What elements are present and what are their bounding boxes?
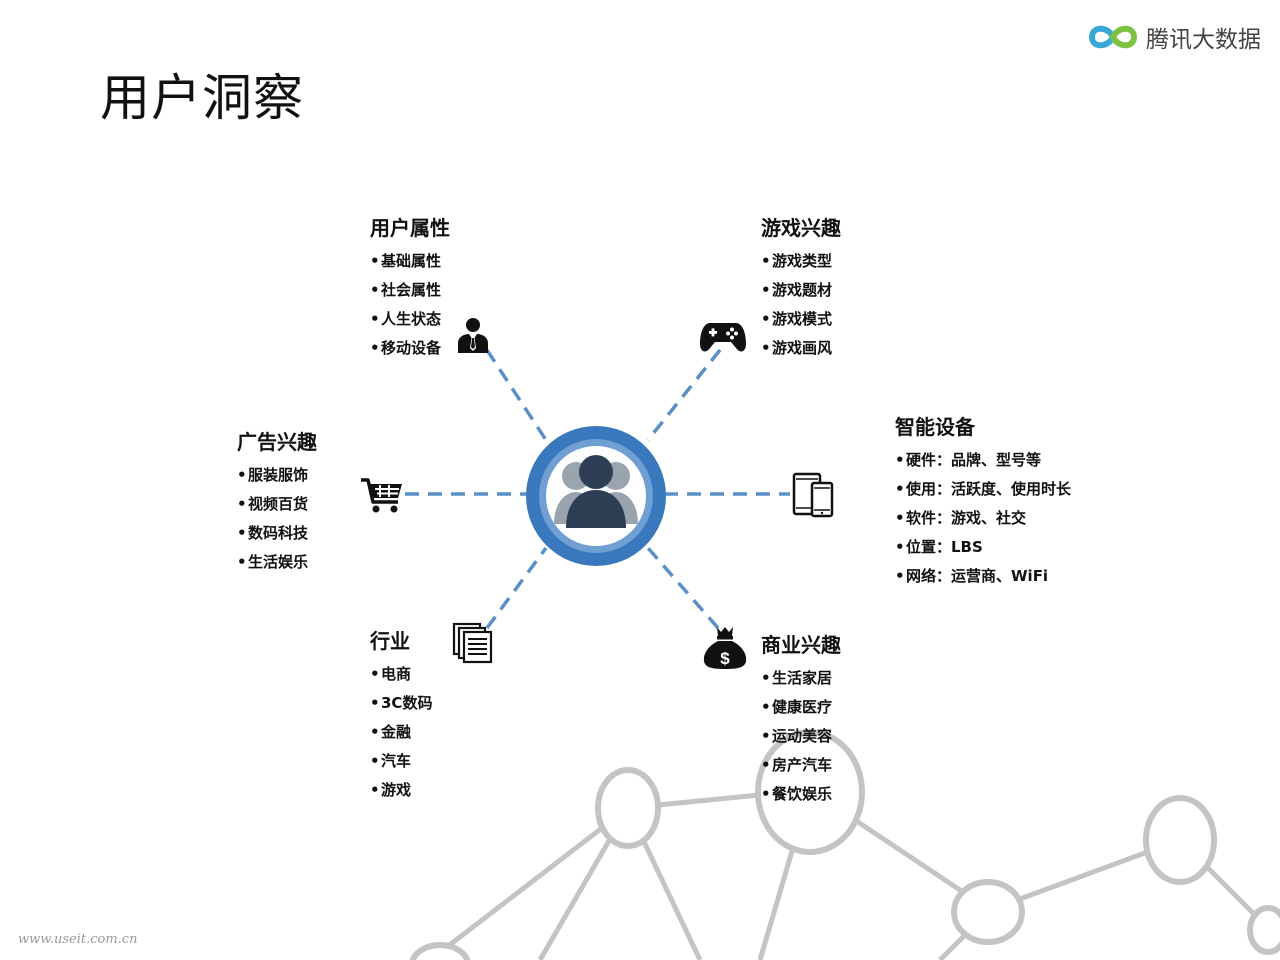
group-industry: 行业 电商 3C数码 金融 汽车 游戏 xyxy=(370,625,432,805)
list-item: 游戏模式 xyxy=(761,305,841,334)
group-item-list: 服装服饰 视频百货 数码科技 生活娱乐 xyxy=(237,461,317,577)
group-item-list: 生活家居 健康医疗 运动美容 房产汽车 餐饮娱乐 xyxy=(761,664,841,809)
list-item: 金融 xyxy=(370,718,432,747)
group-title: 商业兴趣 xyxy=(761,633,841,657)
list-item: 游戏画风 xyxy=(761,334,841,363)
group-game-interest: 游戏兴趣 游戏类型 游戏题材 游戏模式 游戏画风 xyxy=(761,212,841,363)
list-item: 位置：LBS xyxy=(895,533,1071,562)
list-item: 使用：活跃度、使用时长 xyxy=(895,475,1071,504)
list-item: 游戏 xyxy=(370,776,432,805)
group-smart-device: 智能设备 硬件：品牌、型号等 使用：活跃度、使用时长 软件：游戏、社交 位置：L… xyxy=(895,411,1071,591)
list-item: 电商 xyxy=(370,660,432,689)
list-item: 基础属性 xyxy=(370,247,450,276)
gamepad-icon xyxy=(700,323,746,352)
group-item-list: 基础属性 社会属性 人生状态 移动设备 xyxy=(370,247,450,363)
group-business-interest: 商业兴趣 生活家居 健康医疗 运动美容 房产汽车 餐饮娱乐 xyxy=(761,629,841,809)
users-icon xyxy=(554,455,638,528)
infinity-logo-icon xyxy=(1088,25,1138,49)
businessman-icon xyxy=(458,318,488,353)
group-item-list: 游戏类型 游戏题材 游戏模式 游戏画风 xyxy=(761,247,841,363)
page-title: 用户洞察 xyxy=(100,69,304,127)
list-item: 生活娱乐 xyxy=(237,548,317,577)
list-item: 数码科技 xyxy=(237,519,317,548)
devices-icon xyxy=(792,472,834,518)
list-item: 餐饮娱乐 xyxy=(761,780,841,809)
list-item: 汽车 xyxy=(370,747,432,776)
list-item: 游戏类型 xyxy=(761,247,841,276)
group-title: 广告兴趣 xyxy=(237,430,317,454)
group-title: 用户属性 xyxy=(370,216,450,240)
list-item: 网络：运营商、WiFi xyxy=(895,562,1071,591)
list-item: 生活家居 xyxy=(761,664,841,693)
brand-logo: 腾讯大数据 xyxy=(1088,20,1261,54)
list-item: 视频百货 xyxy=(237,490,317,519)
list-item: 服装服饰 xyxy=(237,461,317,490)
group-item-list: 硬件：品牌、型号等 使用：活跃度、使用时长 软件：游戏、社交 位置：LBS 网络… xyxy=(895,446,1071,591)
money-bag-icon: $ xyxy=(703,627,747,669)
list-item: 社会属性 xyxy=(370,276,450,305)
group-title: 智能设备 xyxy=(895,415,975,439)
list-item: 健康医疗 xyxy=(761,693,841,722)
center-users-hub xyxy=(526,426,666,566)
group-ad-interest: 广告兴趣 服装服饰 视频百货 数码科技 生活娱乐 xyxy=(237,426,317,577)
group-title: 行业 xyxy=(370,629,410,653)
group-item-list: 电商 3C数码 金融 汽车 游戏 xyxy=(370,660,432,805)
list-item: 人生状态 xyxy=(370,305,450,334)
shopping-cart-icon xyxy=(361,478,402,513)
list-item: 3C数码 xyxy=(370,689,432,718)
watermark-text: www.useit.com.cn xyxy=(18,932,138,947)
list-item: 房产汽车 xyxy=(761,751,841,780)
list-item: 软件：游戏、社交 xyxy=(895,504,1071,533)
list-item: 游戏题材 xyxy=(761,276,841,305)
group-title: 游戏兴趣 xyxy=(761,216,841,240)
list-item: 移动设备 xyxy=(370,334,450,363)
list-item: 硬件：品牌、型号等 xyxy=(895,446,1071,475)
documents-icon xyxy=(452,622,493,664)
list-item: 运动美容 xyxy=(761,722,841,751)
svg-text:$: $ xyxy=(720,649,730,668)
brand-name: 腾讯大数据 xyxy=(1146,27,1261,53)
group-user-attributes: 用户属性 基础属性 社会属性 人生状态 移动设备 xyxy=(370,212,450,363)
